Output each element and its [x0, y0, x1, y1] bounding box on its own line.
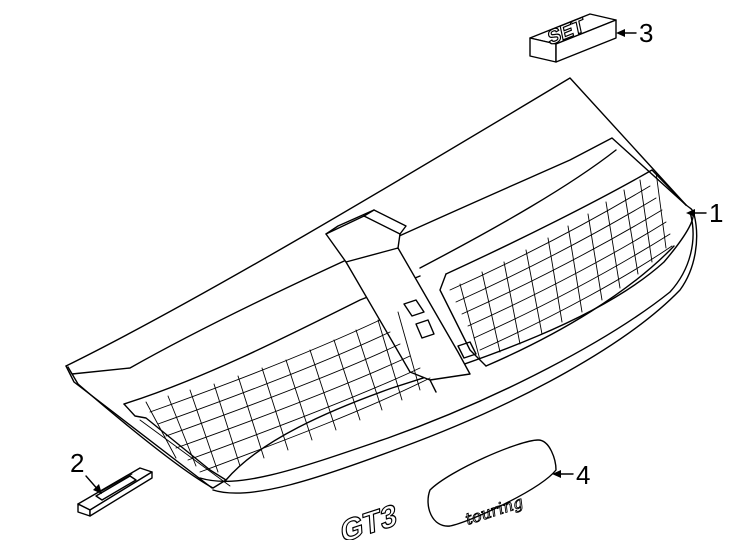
clip	[77, 467, 153, 517]
right-mesh	[449, 171, 673, 361]
emblem: GT3 touring	[339, 439, 557, 540]
callout-4: 4	[552, 460, 590, 490]
callout-number-3: 3	[639, 18, 653, 48]
callout-number-2: 2	[70, 448, 84, 478]
left-mesh	[139, 311, 431, 487]
set-box: SET	[529, 13, 617, 63]
callout-number-4: 4	[576, 460, 590, 490]
emblem-text-main: GT3	[340, 497, 398, 540]
callout-3: 3	[616, 18, 653, 48]
callout-1: 1	[686, 198, 723, 228]
callout-2: 2	[70, 448, 102, 494]
callout-number-1: 1	[709, 198, 723, 228]
grille	[65, 77, 698, 494]
